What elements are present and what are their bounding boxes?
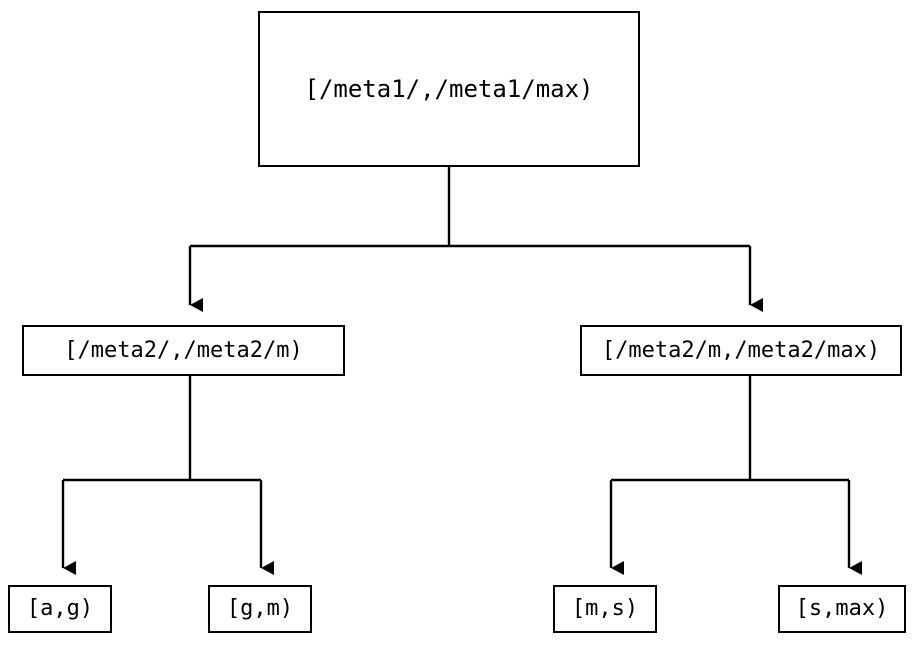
tree-leaf-a-g: [a,g): [8, 585, 112, 633]
tree-node-root: [/meta1/,/meta1/max): [258, 11, 640, 167]
tree-leaf-a-g-label: [a,g): [26, 596, 94, 621]
tree-node-meta2-upper: [/meta2/m,/meta2/max): [580, 325, 902, 376]
tree-node-meta2-upper-label: [/meta2/m,/meta2/max): [601, 337, 881, 363]
tree-leaf-m-s: [m,s): [553, 585, 657, 633]
tree-leaf-s-max: [s,max): [778, 585, 906, 633]
tree-leaf-m-s-label: [m,s): [571, 596, 639, 621]
tree-leaf-s-max-label: [s,max): [795, 596, 889, 621]
tree-node-meta2-lower: [/meta2/,/meta2/m): [22, 325, 345, 376]
tree-node-meta2-lower-label: [/meta2/,/meta2/m): [64, 337, 303, 363]
tree-leaf-g-m-label: [g,m): [226, 596, 294, 621]
tree-node-root-label: [/meta1/,/meta1/max): [304, 75, 594, 103]
tree-leaf-g-m: [g,m): [208, 585, 312, 633]
